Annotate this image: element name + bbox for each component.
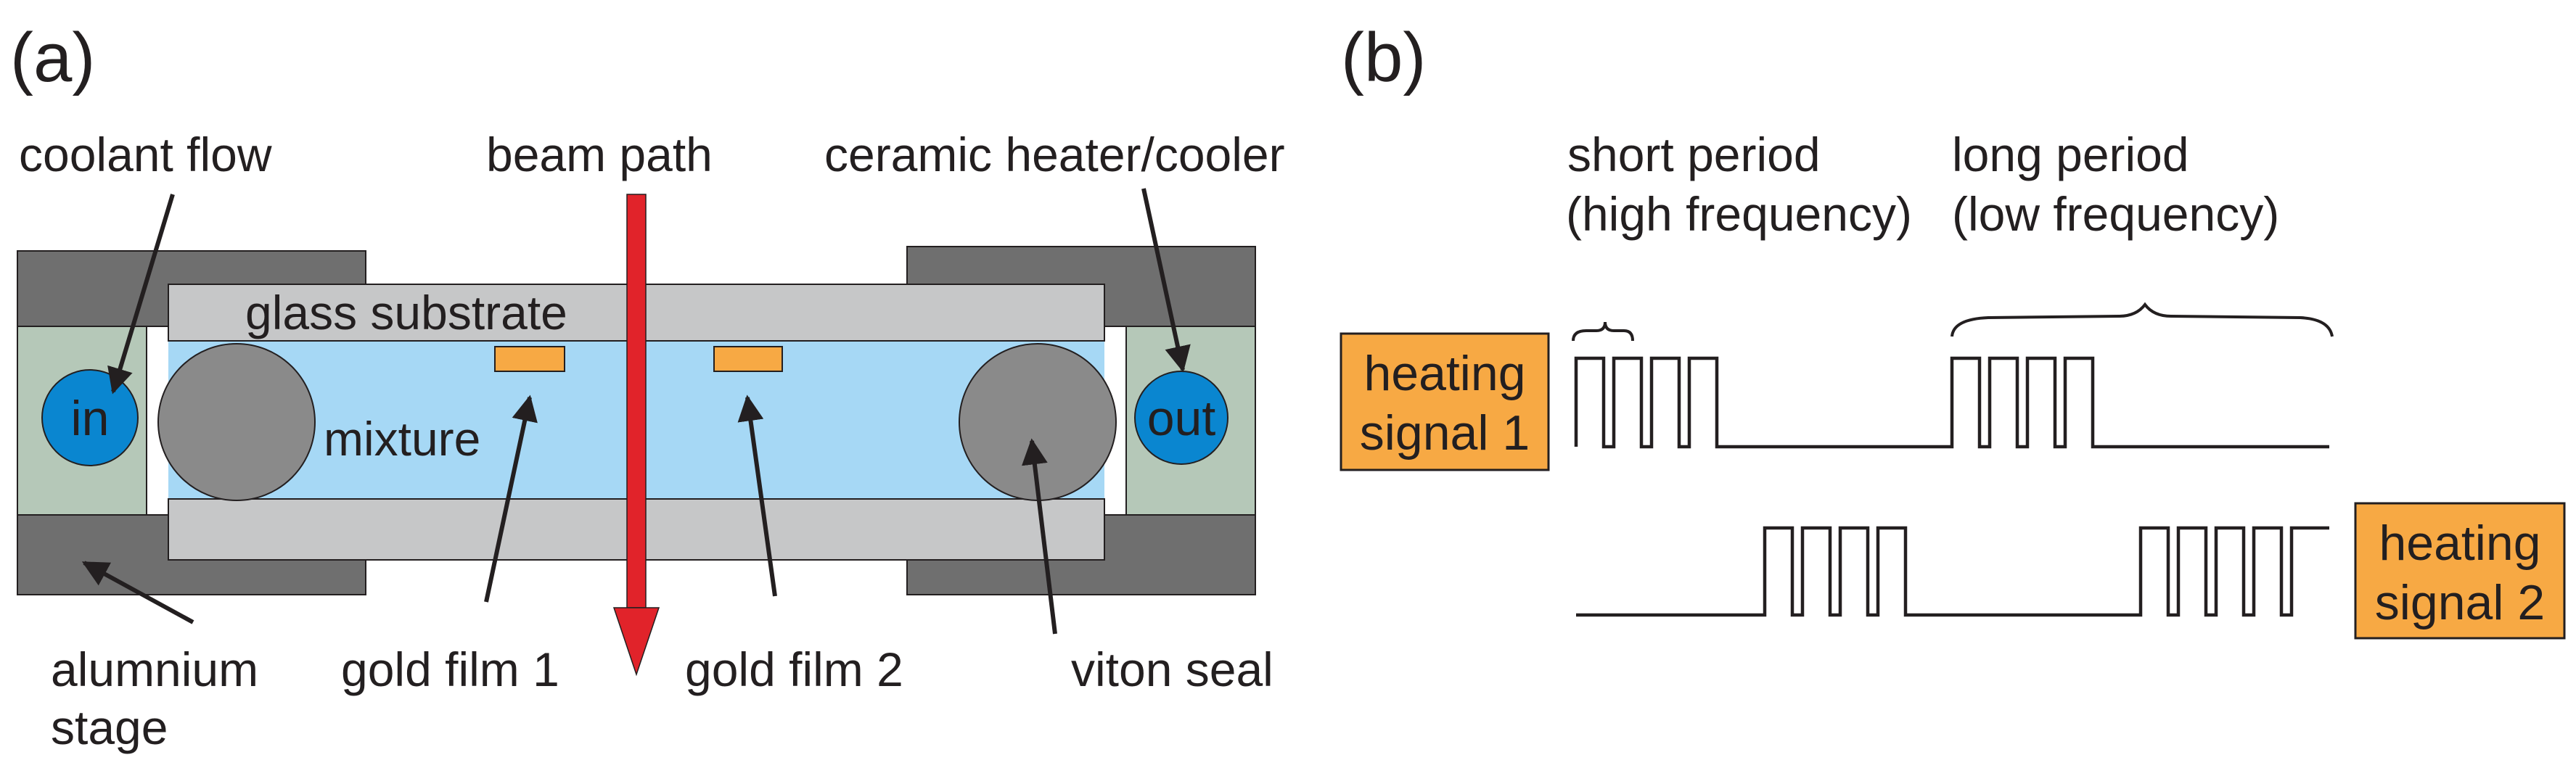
pointer-arrows-a	[81, 188, 1191, 635]
gold-film-2	[713, 346, 783, 372]
brace-long-period	[1951, 302, 2334, 337]
beam-arrow	[612, 194, 660, 677]
label-stage-line1: alumnium	[51, 643, 258, 696]
gold-film-1	[494, 346, 565, 372]
heating-signal-1-line2: signal 1	[1360, 405, 1530, 461]
heating-signal-2-box	[2354, 502, 2566, 640]
brace-short-period	[1572, 321, 1634, 342]
label-low-frequency: (low frequency)	[1952, 187, 2279, 241]
heating-signal-2-waveform	[1576, 526, 2329, 617]
heating-signal-2-line1: heating	[2379, 516, 2540, 571]
heating-signal-1-line1: heating	[1363, 346, 1525, 401]
panel-label-b: (b)	[1341, 19, 1426, 96]
label-gold-film-1: gold film 1	[341, 643, 559, 696]
label-high-frequency: (high frequency)	[1566, 187, 1912, 241]
label-long-period: long period	[1952, 128, 2189, 181]
viton-seal-left	[157, 343, 316, 501]
heating-signal-1-waveform	[1574, 356, 2329, 449]
label-gold-film-2: gold film 2	[685, 643, 903, 696]
heating-signal-1-box	[1340, 332, 1550, 471]
label-in: in	[71, 391, 110, 446]
heating-signal-2-line2: signal 2	[2375, 575, 2545, 630]
label-short-period: short period	[1567, 128, 1821, 181]
label-stage-line2: stage	[51, 701, 168, 754]
label-viton-seal: viton seal	[1071, 643, 1273, 696]
label-out: out	[1147, 391, 1216, 446]
label-coolant-flow: coolant flow	[19, 128, 272, 181]
label-mixture: mixture	[324, 412, 480, 466]
label-beam-path: beam path	[486, 128, 713, 181]
panel-label-a: (a)	[10, 19, 95, 96]
label-ceramic-heater: ceramic heater/cooler	[824, 128, 1285, 181]
label-glass-substrate: glass substrate	[245, 286, 567, 339]
